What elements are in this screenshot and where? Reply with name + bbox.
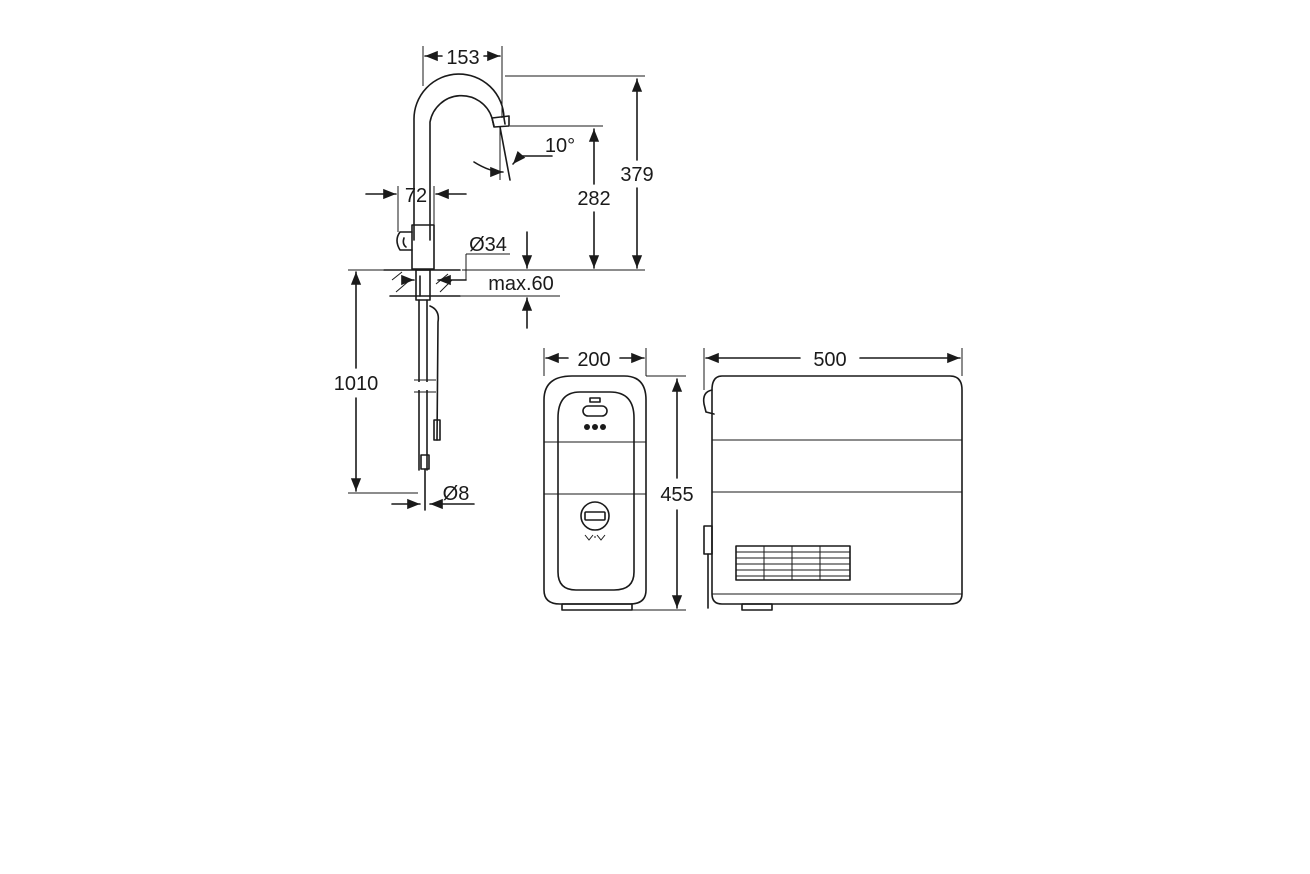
dim-chiller-height: 455	[660, 484, 693, 506]
chiller-front-base	[561, 603, 633, 611]
dim-handle-offset: 72	[405, 185, 427, 207]
dim-chiller-depth: 500	[813, 349, 846, 371]
chiller-side-view	[702, 375, 963, 611]
dim-spout-reach: 153	[446, 47, 479, 69]
indicator-1	[584, 424, 590, 430]
dial-label-icon	[584, 534, 606, 541]
hose-break	[414, 382, 436, 390]
chiller-dimensions	[543, 348, 963, 611]
chiller-side-outline	[711, 375, 963, 605]
faucet-side-view	[383, 73, 553, 511]
brand-badge	[589, 397, 601, 403]
dim-hose-length: 1010	[334, 373, 379, 395]
angle-arc-right	[512, 150, 553, 165]
hose-fitting-upper	[433, 419, 441, 441]
dim-total-height: 379	[620, 164, 653, 186]
counter-hatch	[391, 271, 453, 293]
control-dial	[580, 501, 610, 531]
vent-grille	[735, 545, 851, 581]
indicator-2	[592, 424, 598, 430]
water-stream-line	[499, 126, 511, 181]
spout-inner	[429, 94, 495, 241]
hose-loop	[429, 305, 440, 441]
handle-detail	[402, 237, 407, 248]
dim-spout-angle: 10°	[545, 135, 575, 157]
side-connector	[703, 525, 713, 555]
dim-body-diameter: Ø34	[469, 234, 507, 256]
indicator-3	[600, 424, 606, 430]
mounting-shank	[415, 269, 431, 301]
dim-hose-diameter: Ø8	[443, 483, 470, 505]
chiller-side-foot	[741, 603, 773, 611]
dim-max-counter: max.60	[488, 273, 554, 295]
dial-display	[584, 511, 606, 521]
faucet-handle	[396, 231, 413, 251]
faucet-body	[411, 224, 435, 270]
top-connector	[702, 389, 715, 415]
spout-tip	[491, 115, 510, 128]
dim-chiller-width: 200	[577, 349, 610, 371]
faucet-dimensions	[348, 46, 645, 510]
chiller-front-view	[543, 375, 647, 611]
angle-arc-left	[473, 161, 504, 178]
spout-outer	[413, 73, 506, 241]
display-window	[582, 405, 608, 417]
dim-spout-height: 282	[577, 188, 610, 210]
front-panel	[557, 391, 635, 591]
